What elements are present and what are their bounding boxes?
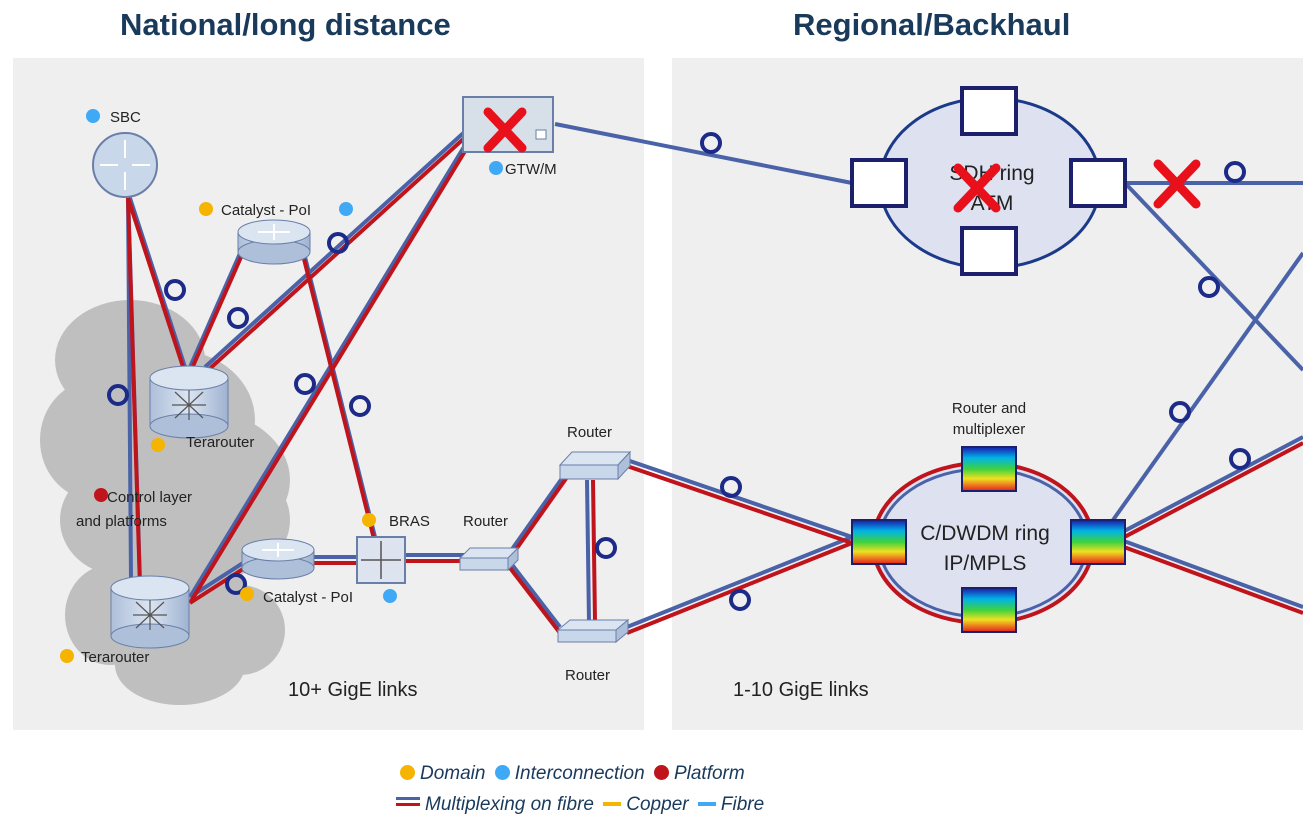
router-mid-label: Router bbox=[463, 513, 508, 530]
multiplexing-links bbox=[126, 125, 1303, 635]
sdh-node-right bbox=[1069, 158, 1127, 208]
dwdm-node-left bbox=[851, 519, 907, 565]
fibre-connectors bbox=[107, 132, 1251, 611]
sdh-node-top bbox=[960, 86, 1018, 136]
router-and-label: Router and bbox=[952, 400, 1026, 417]
terarouter-bottom-label: Terarouter bbox=[81, 649, 149, 666]
terarouter-bottom-icon bbox=[110, 575, 190, 649]
legend-copper: Copper bbox=[626, 794, 689, 815]
dwdm-label-1: C/DWDM ring bbox=[920, 522, 1050, 545]
multiplexer-label: multiplexer bbox=[953, 421, 1026, 438]
interconnection-dot bbox=[339, 202, 353, 216]
platform-dot bbox=[94, 488, 108, 502]
domain-dot bbox=[240, 587, 254, 601]
node-labels: SBC GTW/M Catalyst - PoI Catalyst - PoI … bbox=[76, 109, 1026, 684]
catalyst-top-router-icon bbox=[237, 219, 311, 265]
domain-dot bbox=[151, 438, 165, 452]
legend-row-1: Domain Interconnection Platform bbox=[400, 763, 749, 785]
router-top-switch-icon bbox=[558, 450, 632, 481]
cross-icon-sdh bbox=[953, 163, 1001, 213]
bras-icon bbox=[356, 536, 406, 584]
domain-dot bbox=[60, 649, 74, 663]
router-bottom-label: Router bbox=[565, 667, 610, 684]
status-dots bbox=[60, 109, 503, 663]
copper-legend-swatch bbox=[603, 802, 622, 806]
catalyst-bottom-label: Catalyst - PoI bbox=[263, 589, 353, 606]
dwdm-label-2: IP/MPLS bbox=[944, 552, 1027, 575]
regional-title: Regional/Backhaul bbox=[793, 7, 1071, 42]
legend-domain: Domain bbox=[420, 763, 486, 784]
interconnection-dot bbox=[489, 161, 503, 175]
sdh-node-bottom bbox=[960, 226, 1018, 276]
catalyst-top-label: Catalyst - PoI bbox=[221, 202, 311, 219]
link-capacity-labels: 10+ GigE links 1-10 GigE links bbox=[288, 679, 869, 701]
router-top-label: Router bbox=[567, 424, 612, 441]
gtw-label: GTW/M bbox=[505, 161, 557, 178]
links bbox=[126, 122, 1303, 635]
router-mid-switch-icon bbox=[458, 546, 520, 572]
sbc-router-icon bbox=[92, 132, 158, 198]
interconnection-legend-dot bbox=[494, 765, 510, 780]
legend-multiplexing: Multiplexing on fibre bbox=[425, 794, 594, 815]
legend-row-2: Multiplexing on fibre Copper Fibre bbox=[396, 794, 768, 816]
dwdm-node-top bbox=[961, 446, 1017, 492]
bras-label: BRAS bbox=[389, 513, 430, 530]
control-layer-label: Control layer bbox=[107, 489, 192, 506]
terarouter-top-label: Terarouter bbox=[186, 434, 254, 451]
sdh-ring: SDH ring ATM bbox=[850, 86, 1127, 276]
interconnection-dot bbox=[86, 109, 100, 123]
cross-icon-gateway bbox=[483, 107, 527, 153]
terarouter-top-icon bbox=[149, 365, 229, 439]
national-title: National/long distance bbox=[120, 7, 451, 42]
gateway-icon bbox=[462, 96, 554, 153]
domain-dot bbox=[199, 202, 213, 216]
domain-legend-dot bbox=[400, 765, 415, 780]
interconnection-dot bbox=[383, 589, 397, 603]
platform-legend-dot bbox=[653, 765, 669, 780]
domain-dot bbox=[362, 513, 376, 527]
sdh-node-left bbox=[850, 158, 908, 208]
legend-interconnection: Interconnection bbox=[514, 763, 645, 784]
dwdm-node-bottom bbox=[961, 587, 1017, 633]
dwdm-ring: C/DWDM ring IP/MPLS bbox=[851, 446, 1126, 633]
network-diagram: SDH ring ATM C/DWDM ring IP/MPLS bbox=[40, 86, 1303, 705]
fibre-legend-swatch bbox=[697, 802, 716, 806]
legend-fibre: Fibre bbox=[720, 794, 765, 815]
multiplexing-legend-swatch bbox=[396, 797, 420, 806]
links-right-label: 1-10 GigE links bbox=[733, 679, 869, 701]
legend-platform: Platform bbox=[673, 763, 745, 784]
dwdm-node-right bbox=[1070, 519, 1126, 565]
platforms-label: and platforms bbox=[76, 513, 167, 530]
cross-icon-uplink bbox=[1153, 159, 1201, 209]
sbc-label: SBC bbox=[110, 109, 141, 126]
router-bottom-switch-icon bbox=[556, 618, 630, 644]
catalyst-bottom-router-icon bbox=[241, 538, 315, 580]
links-left-label: 10+ GigE links bbox=[288, 679, 418, 701]
